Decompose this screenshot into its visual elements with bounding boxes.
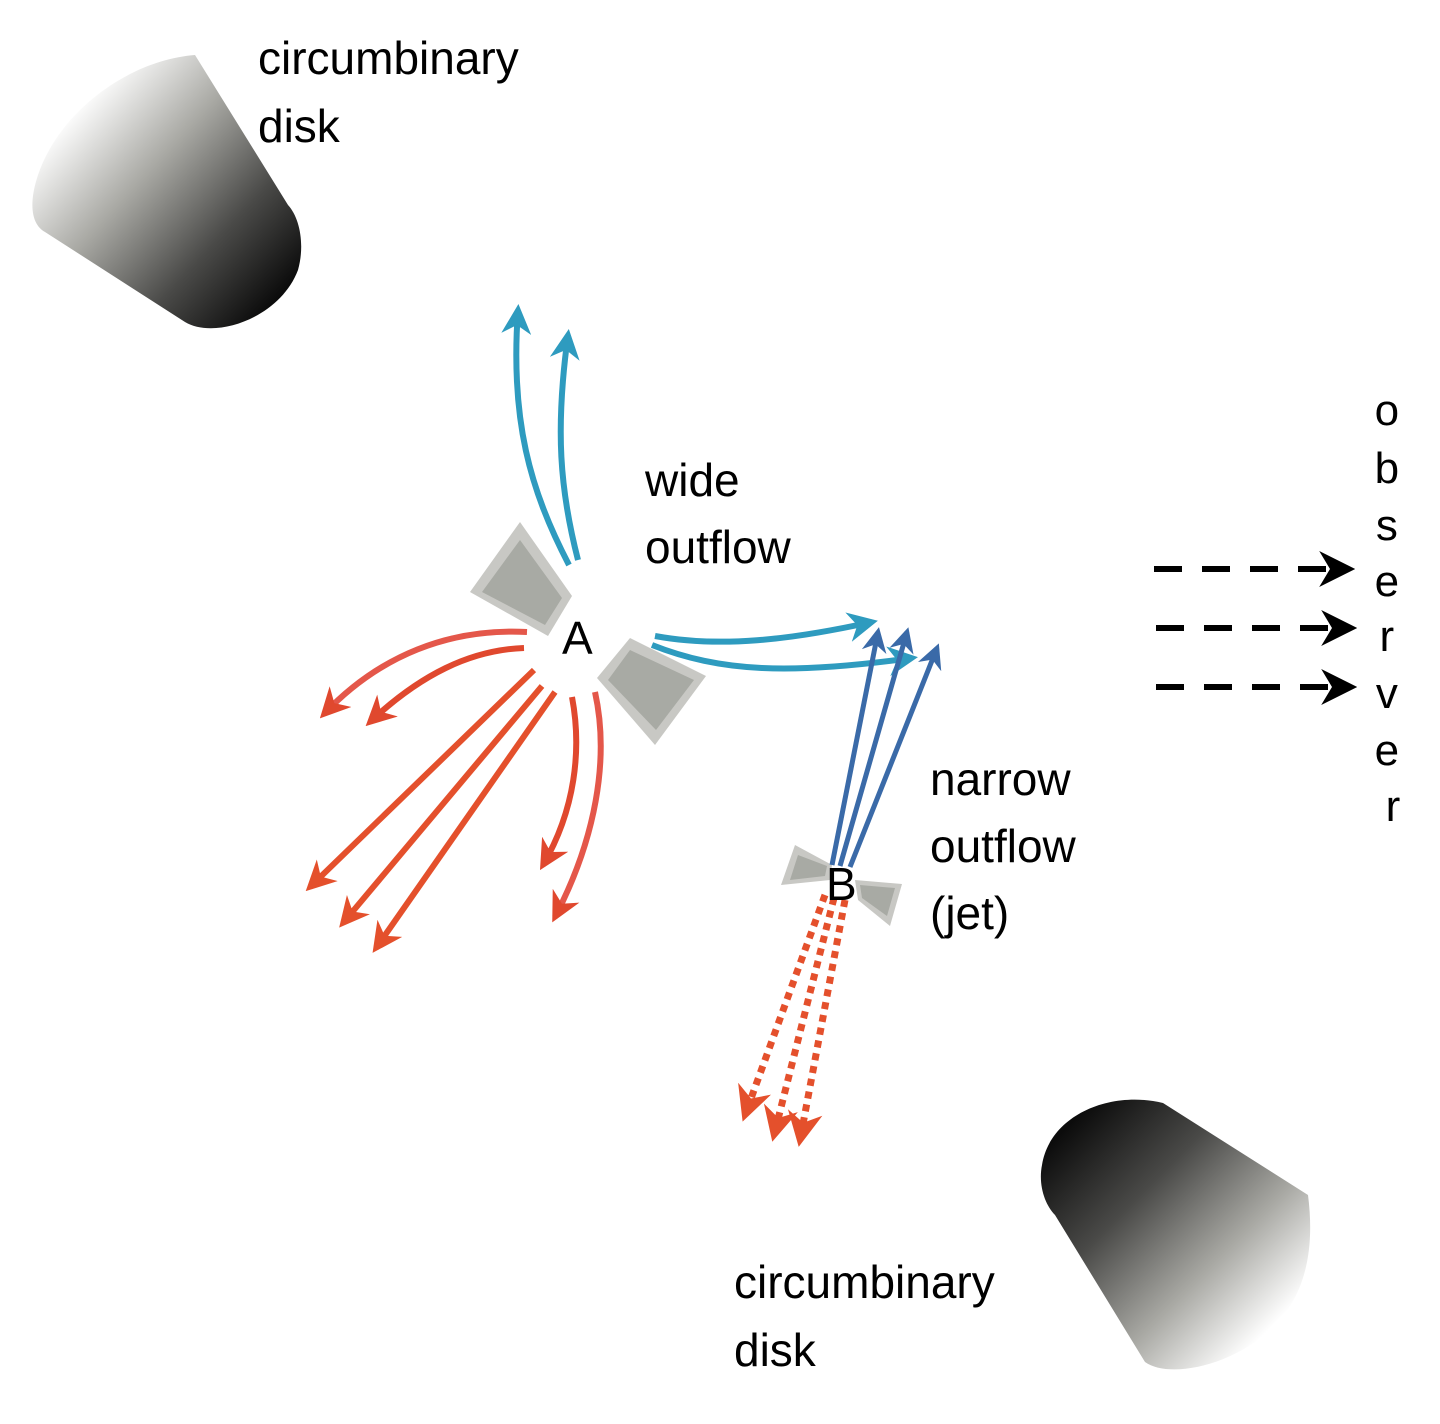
wide-outflow-blue-up — [501, 304, 581, 567]
wide-outflow-blue-right — [650, 612, 918, 677]
label-narrow-outflow: narrow outflow (jet) — [930, 753, 1089, 939]
blue-arrow — [654, 612, 878, 645]
blue-arrow — [650, 642, 918, 677]
jet-blue — [829, 627, 942, 868]
red-arrow — [339, 684, 545, 928]
jet-blue-arrow — [847, 643, 942, 868]
label-wide-outflow: wide outflow — [644, 454, 792, 573]
jet-red-arrow — [787, 899, 849, 1147]
label-circumbinary-disk-bottom: circumbinary disk — [734, 1256, 1008, 1376]
jet-red — [738, 893, 849, 1147]
jet-red-arrow — [763, 897, 838, 1142]
jet-blue-arrow — [837, 627, 914, 867]
obscuring-torus-b — [781, 845, 902, 926]
circumbinary-disk-bottom-shape — [1040, 1099, 1311, 1370]
wide-outflow-red — [305, 628, 604, 953]
obscuring-torus-a — [470, 522, 706, 745]
observer-arrows — [1154, 551, 1358, 705]
red-arrow — [305, 667, 537, 892]
label-star-a: A — [562, 612, 593, 664]
label-observer: o b s e r v e r — [1375, 386, 1412, 831]
label-star-b: B — [826, 858, 857, 910]
red-arrow — [365, 645, 525, 727]
circumbinary-disk-top-shape — [32, 55, 302, 329]
jet-red-arrow — [738, 893, 829, 1122]
red-arrow — [539, 696, 580, 871]
label-circumbinary-disk-top: circumbinary disk — [258, 32, 532, 152]
red-arrow — [319, 628, 528, 719]
blue-arrow — [501, 304, 572, 567]
jet-blue-arrow — [829, 627, 887, 866]
red-arrow — [552, 691, 604, 923]
red-arrow — [372, 690, 558, 953]
blue-arrow — [549, 329, 581, 561]
